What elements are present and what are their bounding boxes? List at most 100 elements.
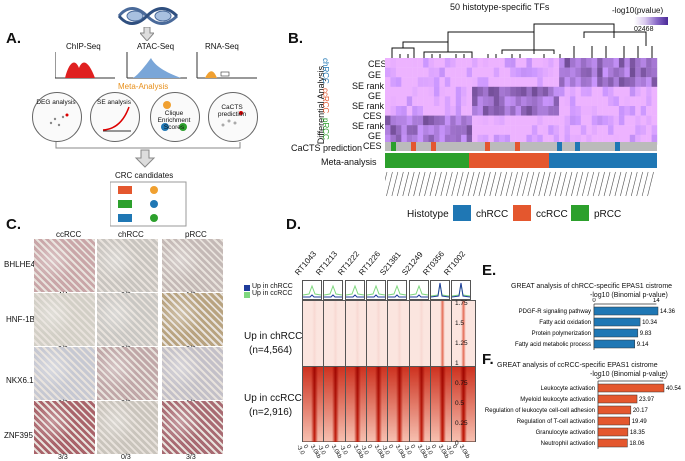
heatmap-cell — [504, 115, 511, 126]
assay-chip: ChIP-Seq — [66, 42, 101, 51]
heatmap-cell — [521, 125, 527, 135]
heatmap-cell — [559, 58, 565, 68]
heatmap-cell — [602, 134, 609, 145]
heatmap-cell — [515, 96, 522, 107]
colorbar-tick: 1.25 — [455, 340, 468, 347]
heatmap-cell — [548, 96, 554, 107]
heatmap-cell — [466, 86, 473, 97]
col-ccrcc: ccRCC — [56, 230, 82, 239]
gene-label-mark — [385, 171, 388, 182]
heatmap-cell — [395, 134, 402, 145]
heatmap-cell — [608, 67, 614, 78]
heatmap-cell — [433, 106, 440, 116]
heatmap-cell — [504, 58, 511, 68]
gene-label-mark — [543, 171, 551, 197]
heatmap-cell — [548, 125, 554, 135]
heatmap-cell — [521, 67, 527, 78]
heatmap-cell — [493, 125, 500, 135]
heatmap-cell — [526, 67, 533, 78]
gene-label-mark — [386, 171, 393, 197]
heatmap-cell — [537, 67, 543, 78]
heatmap-cell — [439, 86, 446, 97]
crc-candidates-table — [110, 181, 187, 227]
heatmap-cell — [395, 96, 402, 107]
sample-label: S21249 — [399, 250, 425, 277]
row-nkx61: NKX6.1 — [6, 376, 34, 385]
heatmap-cell — [624, 86, 630, 97]
heatmap-cell — [629, 96, 636, 107]
heatmap-cell — [602, 67, 609, 78]
heatmap-cell — [401, 77, 407, 87]
heatmap-cell — [564, 96, 571, 107]
heatmap-cell — [444, 96, 451, 107]
bar-value-label: 19.49 — [632, 419, 648, 425]
heatmap-cell — [477, 125, 484, 135]
heatmap-cell — [575, 77, 582, 87]
heatmap-cell — [602, 77, 609, 87]
heatmap-cell — [629, 106, 636, 116]
sample-label: RT1226 — [356, 249, 383, 277]
se-circle — [90, 92, 140, 142]
heatmap-cell — [515, 58, 522, 68]
heatmap-cell — [510, 58, 516, 68]
heatmap-cell — [526, 86, 533, 97]
heatmap-cell — [613, 115, 620, 126]
gene-label-mark — [391, 171, 399, 197]
gene-label-mark — [587, 171, 595, 197]
heatmap-cell — [472, 86, 478, 97]
gene-label-mark — [576, 171, 584, 197]
heatmap-cell — [608, 77, 614, 87]
group-chrcc: chRCC — [321, 58, 330, 84]
heatmap-cell — [542, 115, 549, 126]
heatmap-cell — [640, 67, 647, 78]
heatmap-cell — [548, 67, 554, 78]
legend-swatch-chrcc — [453, 205, 471, 221]
heatmap-cell — [428, 115, 435, 126]
heatmap-cell — [444, 67, 451, 78]
heatmap-cell — [412, 125, 418, 135]
heatmap-cell — [488, 58, 494, 68]
ihc-image — [97, 401, 158, 454]
heatmap-cell — [580, 115, 587, 126]
heatmap-cell — [439, 115, 446, 126]
heatmap-cell — [542, 67, 549, 78]
bar-category-label: Regulation of leukocyte cell-cell adhesi… — [485, 408, 595, 414]
heatmap-cell — [580, 106, 587, 116]
heatmap-cell — [385, 96, 391, 107]
gene-label-mark — [614, 171, 622, 197]
heatmap-cell — [499, 115, 505, 126]
heatmap-cell — [618, 77, 625, 87]
heatmap-cell — [395, 77, 402, 87]
heatmap-cell — [602, 106, 609, 116]
gene-label-mark — [418, 171, 426, 197]
group-prcc: pRCC — [321, 118, 330, 140]
heatmap-cell — [493, 86, 500, 97]
bar-category-label: Myeloid leukocyte activation — [520, 397, 595, 403]
heatmap-cell — [499, 106, 505, 116]
heatmap-cell — [602, 96, 609, 107]
heatmap-cell — [461, 115, 467, 126]
heatmap-cell — [515, 134, 522, 145]
heatmap-cell — [439, 58, 446, 68]
merge-bracket — [55, 142, 241, 168]
heatmap-cell — [640, 134, 647, 145]
heatmap-cell — [531, 67, 538, 78]
heatmap-cell — [428, 125, 435, 135]
panel-e-title: GREAT analysis of chRCC-specific EPAS1 c… — [511, 283, 673, 290]
heatmap-cell — [521, 106, 527, 116]
heatmap-cell — [553, 115, 560, 126]
heatmap-cell — [482, 77, 489, 87]
heatmap-cell — [597, 77, 603, 87]
heatmap-cell — [618, 86, 625, 97]
heatmap-cell — [597, 86, 603, 97]
heatmap-cell — [548, 106, 554, 116]
group-up-ccrcc: Up in ccRCC — [244, 393, 302, 404]
heatmap-cell — [597, 125, 603, 135]
bar — [597, 438, 628, 448]
group-up-chrcc-n: (n=4,564) — [249, 345, 293, 356]
heatmap-cell — [618, 58, 625, 68]
heatmap-cell — [423, 106, 429, 116]
heatmap-cell — [553, 77, 560, 87]
heatmap-cell — [613, 96, 620, 107]
sample-label: RT1002 — [442, 249, 468, 277]
